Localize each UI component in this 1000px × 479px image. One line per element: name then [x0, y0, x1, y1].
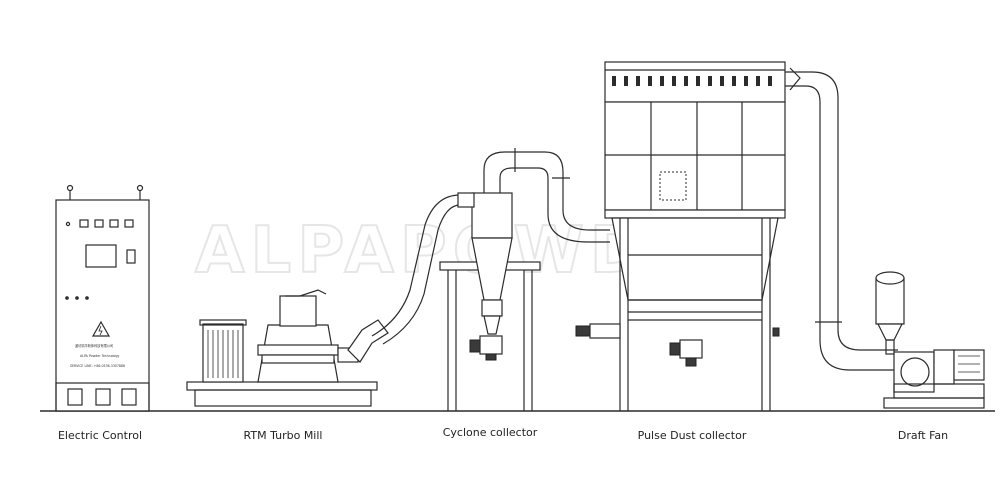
- label-draft-fan: Draft Fan: [898, 429, 948, 442]
- cabinet-service-line: SERVICE LINE: +86-0536-3307888: [70, 364, 125, 368]
- draft-fan: [875, 271, 985, 409]
- pulse-dust-collector: [575, 61, 786, 411]
- electric-control-cabinet: 潍坊精华粉体科技有限公司 ALPA Powder Technology SERV…: [55, 184, 150, 412]
- label-turbo-mill: RTM Turbo Mill: [244, 429, 323, 442]
- turbo-mill: [186, 289, 389, 407]
- cabinet-company-english: ALPA Powder Technology: [80, 354, 120, 358]
- pipe-cyclone-to-collector: [483, 151, 610, 231]
- pipe-collector-to-fan: [785, 71, 898, 351]
- cabinet-company-name: 潍坊精华粉体科技有限公司: [75, 343, 113, 348]
- label-pulse-dust-collector: Pulse Dust collector: [638, 429, 747, 442]
- label-cyclone-collector: Cyclone collector: [443, 426, 538, 439]
- pipe-mill-to-cyclone: [371, 194, 461, 337]
- cyclone-collector: [439, 192, 541, 411]
- label-electric-control: Electric Control: [58, 429, 142, 442]
